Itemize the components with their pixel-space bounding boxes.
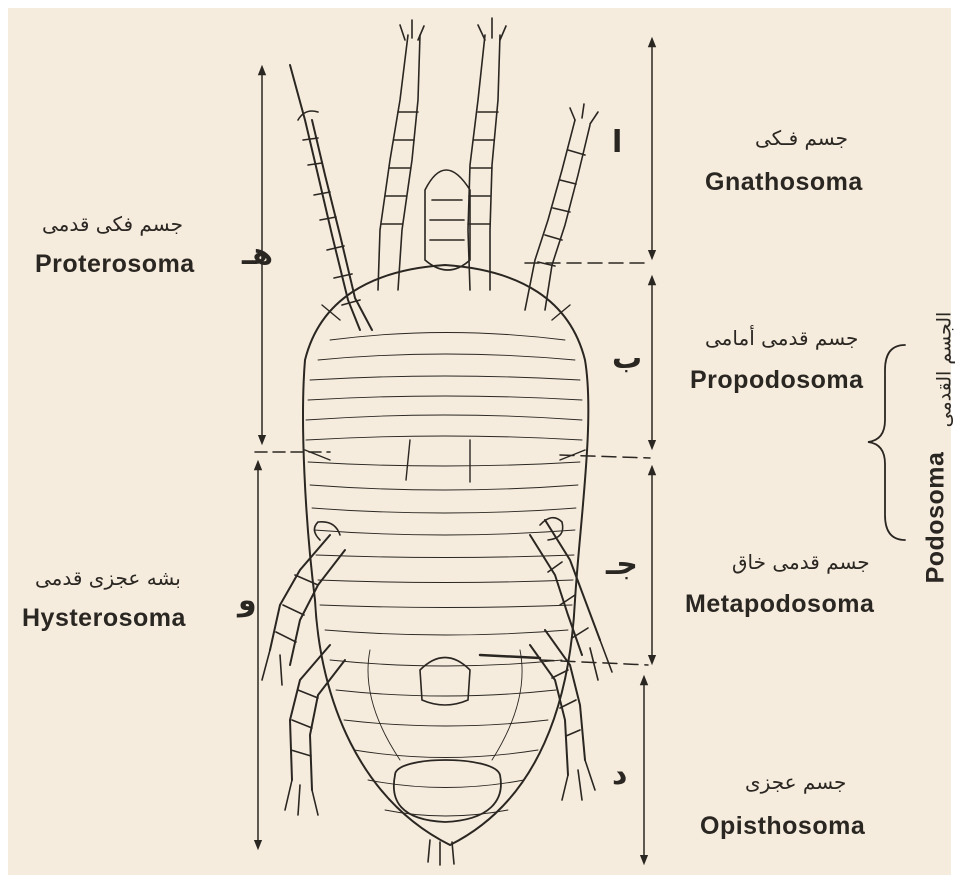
body-setae: [305, 305, 585, 482]
hysterosoma-label: Hysterosoma: [22, 606, 186, 631]
opisthosoma-arabic-label: جسم عجزى: [745, 772, 846, 792]
metapodosoma-label: Metapodosoma: [685, 592, 874, 617]
front-leg-left-outer: [290, 65, 372, 330]
marker-3: جـ: [606, 550, 638, 580]
podosoma-label: Podosoma: [924, 438, 949, 598]
posterior-plate: [394, 760, 501, 822]
hind-legs-left: [262, 522, 345, 815]
front-leg-right-outer: [525, 104, 598, 310]
proterosoma-label: Proterosoma: [35, 252, 195, 277]
body-outline: [303, 265, 588, 845]
podosoma-arabic-label: الجسم القدمى: [936, 305, 955, 435]
propodosoma-arabic-label: جسم قدمى أمامى: [705, 328, 858, 348]
opisthosoma-label: Opisthosoma: [700, 814, 865, 839]
marker-4: د: [612, 760, 627, 790]
metapodosoma-arabic-label: جسم قدمى خاق: [732, 552, 870, 572]
gnathosoma-label: Gnathosoma: [705, 170, 863, 195]
marker-2: ب: [612, 344, 642, 374]
hind-legs-right: [480, 518, 612, 800]
gnathosoma-arabic-label: جسم فـكى: [755, 128, 848, 148]
front-leg-left-inner: [378, 20, 424, 290]
proterosoma-arabic-label: جسم فكى قدمى: [42, 214, 183, 234]
body-striations: [306, 333, 582, 817]
podosoma-brace: [868, 345, 905, 540]
marker-6: و: [238, 586, 257, 616]
front-leg-right-inner: [468, 18, 506, 290]
right-dimension-lines: [525, 42, 652, 860]
mouthparts: [425, 170, 470, 270]
propodosoma-label: Propodosoma: [690, 368, 864, 393]
left-dimension-lines: [255, 70, 330, 845]
marker-1: ا: [612, 128, 622, 158]
hysterosoma-arabic-label: بشه عجزى قدمى: [35, 568, 181, 588]
marker-5: هـ: [242, 240, 273, 270]
